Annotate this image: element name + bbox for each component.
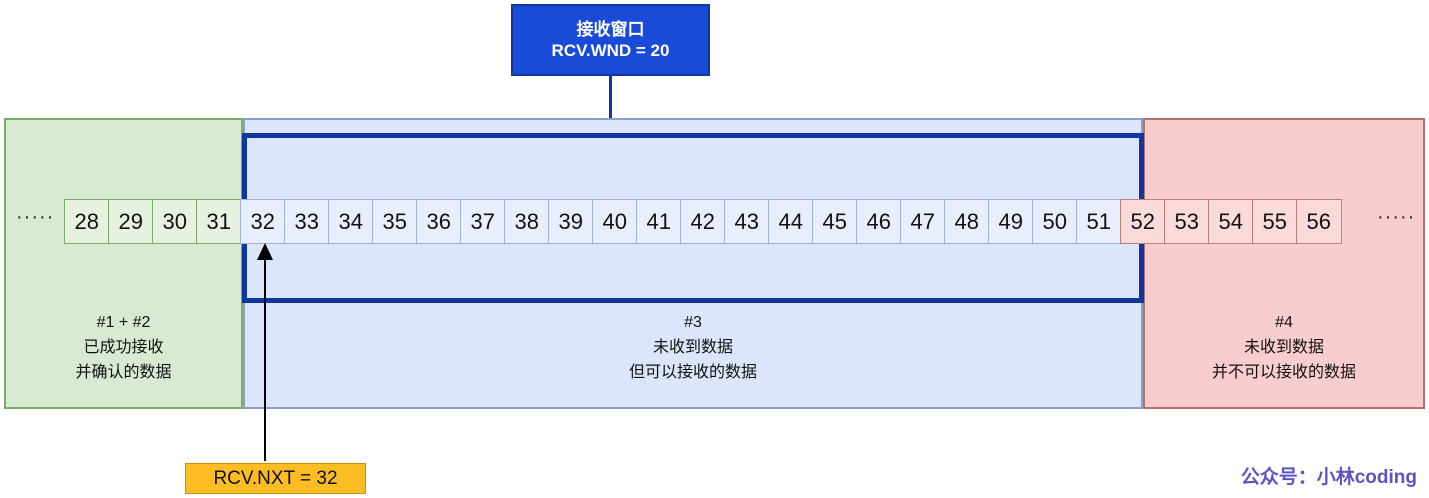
sequence-cell: 46 bbox=[856, 199, 902, 244]
ellipsis-left: ····· bbox=[16, 206, 55, 228]
sequence-cell: 50 bbox=[1032, 199, 1078, 244]
receive-window-value: RCV.WND = 20 bbox=[551, 41, 670, 60]
caption-not-received-acceptable: #3 未收到数据 但可以接收的数据 bbox=[243, 311, 1143, 385]
sequence-cell: 51 bbox=[1076, 199, 1122, 244]
region-not-received-unacceptable bbox=[1143, 118, 1425, 409]
sequence-cell: 30 bbox=[152, 199, 198, 244]
sequence-cell: 31 bbox=[196, 199, 242, 244]
sequence-cell: 33 bbox=[284, 199, 330, 244]
sequence-cell: 45 bbox=[812, 199, 858, 244]
rcv-nxt-label: RCV.NXT = 32 bbox=[185, 463, 366, 494]
sequence-cell: 36 bbox=[416, 199, 462, 244]
sequence-cell: 42 bbox=[680, 199, 726, 244]
ellipsis-right: ····· bbox=[1377, 206, 1416, 228]
sequence-cell: 44 bbox=[768, 199, 814, 244]
sequence-cell: 56 bbox=[1296, 199, 1342, 244]
sequence-cell: 43 bbox=[724, 199, 770, 244]
sequence-cell: 34 bbox=[328, 199, 374, 244]
sequence-cell: 37 bbox=[460, 199, 506, 244]
sequence-cell: 40 bbox=[592, 199, 638, 244]
caption-not-received-unacceptable: #4 未收到数据 并不可以接收的数据 bbox=[1143, 311, 1425, 385]
sequence-cell: 47 bbox=[900, 199, 946, 244]
caption-line1: 未收到数据 bbox=[1243, 338, 1324, 356]
sequence-cell: 38 bbox=[504, 199, 550, 244]
sequence-cell: 35 bbox=[372, 199, 418, 244]
sequence-cell: 48 bbox=[944, 199, 990, 244]
caption-tag: #1 + #2 bbox=[96, 314, 151, 331]
sequence-cell: 52 bbox=[1120, 199, 1166, 244]
sequence-cell: 55 bbox=[1252, 199, 1298, 244]
caption-line2: 并确认的数据 bbox=[75, 363, 172, 381]
receive-window-title: 接收窗口 bbox=[576, 19, 645, 39]
caption-received-acked: #1 + #2 已成功接收 并确认的数据 bbox=[4, 311, 243, 385]
watermark: 公众号：小林coding bbox=[1240, 467, 1417, 488]
sequence-cell: 28 bbox=[64, 199, 110, 244]
region-not-received-acceptable bbox=[243, 118, 1143, 409]
caption-tag: #3 bbox=[684, 314, 702, 331]
rcv-nxt-arrow-head-icon bbox=[257, 243, 273, 260]
caption-line2: 并不可以接收的数据 bbox=[1211, 363, 1356, 381]
caption-line1: 未收到数据 bbox=[652, 338, 733, 356]
sequence-cell: 32 bbox=[240, 199, 286, 244]
caption-line2: 但可以接收的数据 bbox=[628, 363, 757, 381]
sequence-cell: 53 bbox=[1164, 199, 1210, 244]
caption-tag: #4 bbox=[1275, 314, 1293, 331]
sequence-cell: 54 bbox=[1208, 199, 1254, 244]
sequence-cell: 49 bbox=[988, 199, 1034, 244]
receive-window-arrow-shaft bbox=[609, 76, 612, 123]
sequence-cell: 41 bbox=[636, 199, 682, 244]
receive-window-callout: 接收窗口 RCV.WND = 20 bbox=[511, 4, 710, 76]
rcv-nxt-arrow-shaft bbox=[264, 258, 266, 461]
sequence-cell: 39 bbox=[548, 199, 594, 244]
sequence-cell: 29 bbox=[108, 199, 154, 244]
caption-line1: 已成功接收 bbox=[83, 338, 164, 356]
